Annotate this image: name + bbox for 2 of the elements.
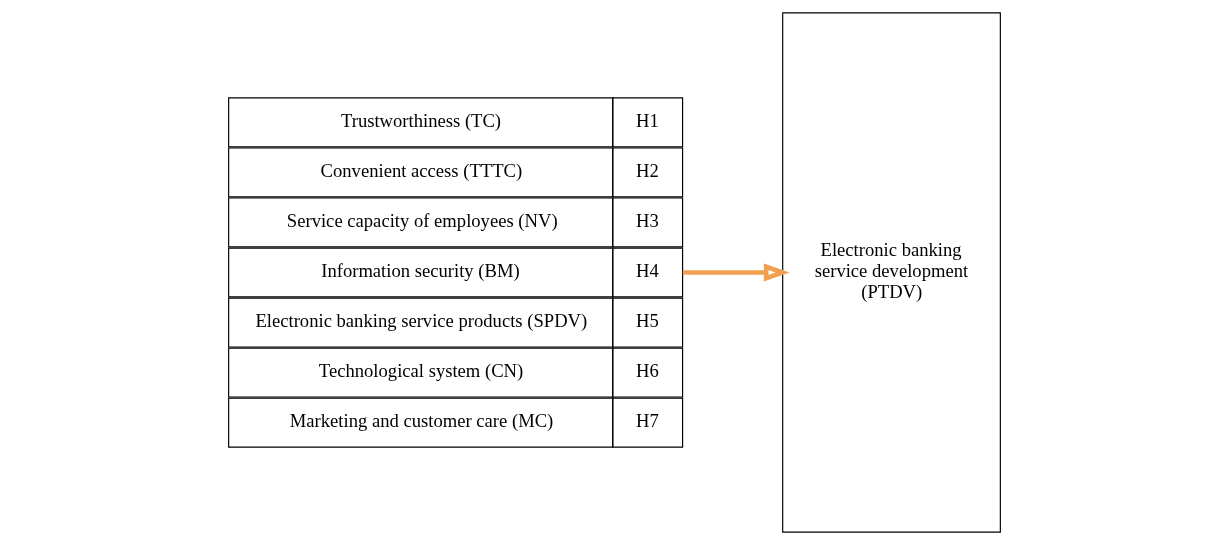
arrow: [682, 263, 790, 282]
node-box: Electronic banking service development (PTDV): [781, 12, 1001, 533]
